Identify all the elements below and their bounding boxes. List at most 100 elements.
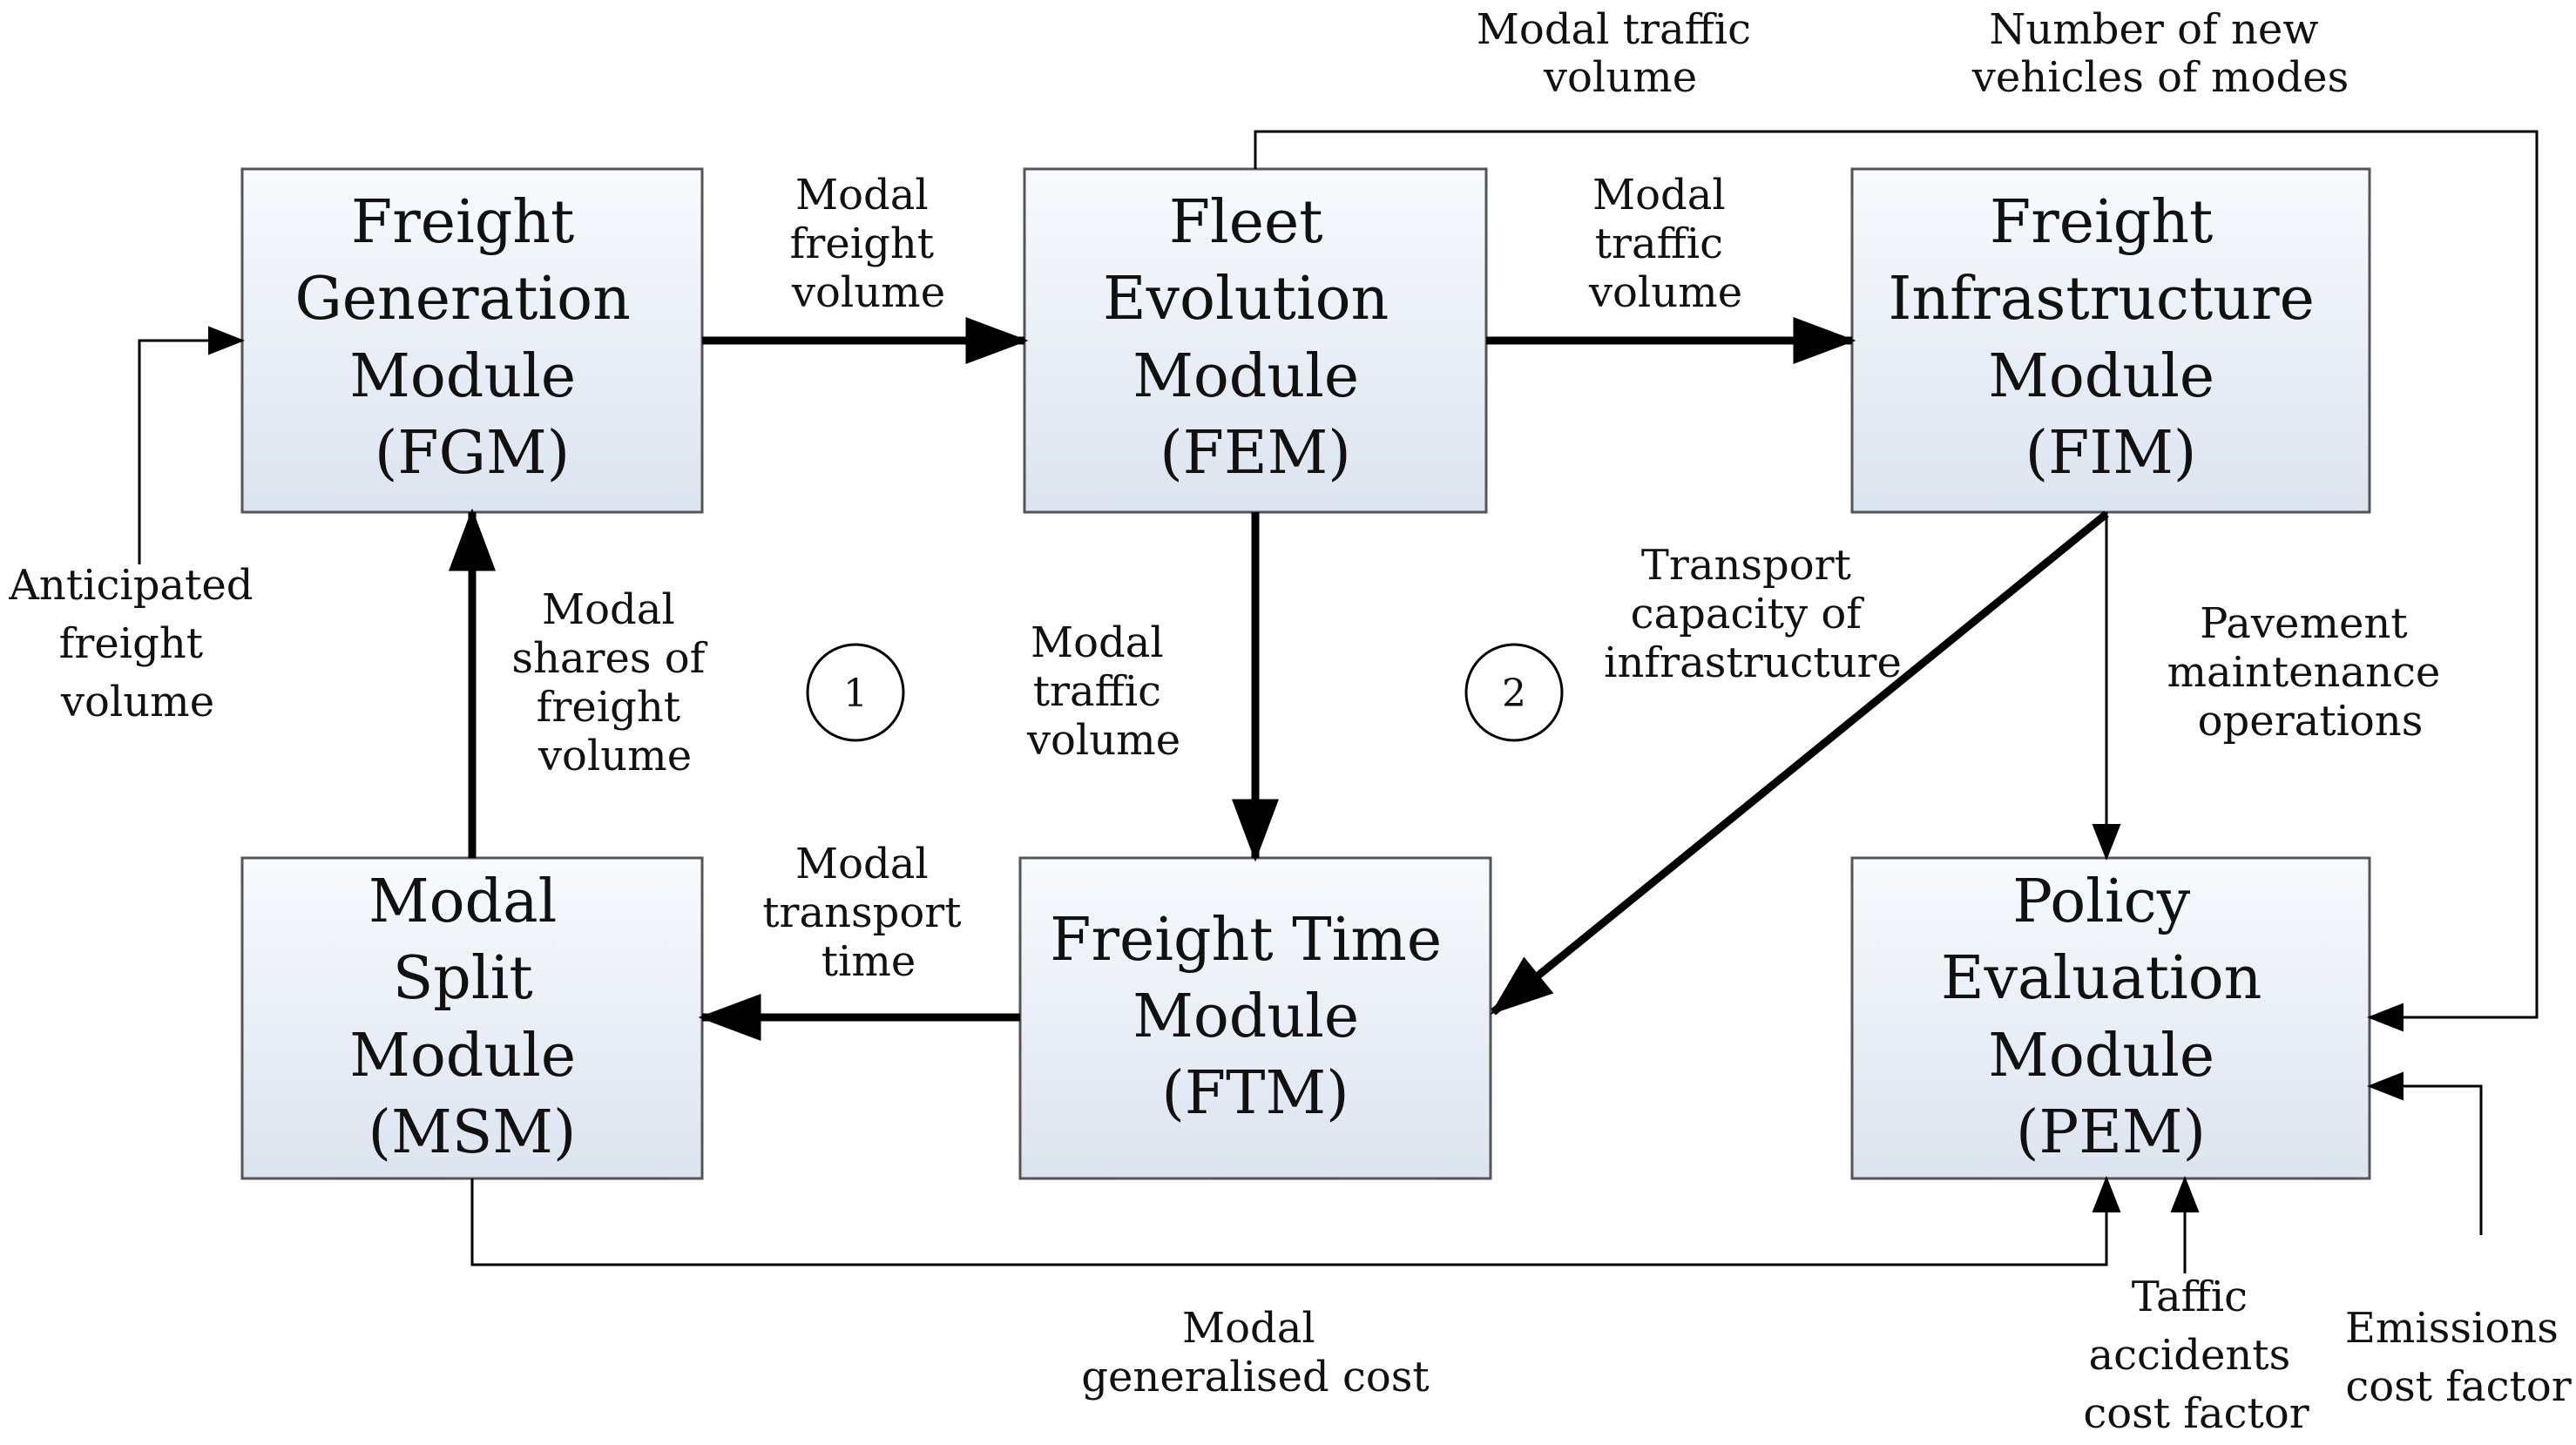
label-modal-transport-time: Modal transport time: [762, 840, 975, 986]
label-line: Number of new: [1989, 5, 2318, 54]
arrow-emissions-to-pem: [2367, 1071, 2483, 1235]
label-line: Emissions: [2345, 1304, 2559, 1353]
label-line: Anticipated: [8, 561, 253, 610]
label-modal-shares: Modal shares of freight volume: [511, 585, 718, 780]
label-generalised-cost: Modal generalised cost: [1081, 1304, 1429, 1401]
module-fem-label: Fleet Evolution Module (FEM): [1103, 188, 1408, 488]
module-fem-line: Evolution: [1103, 265, 1389, 334]
module-fim-label: Freight Infrastructure Module (FIM): [1889, 188, 2334, 488]
arrow-fim-to-ftm: [1490, 510, 2109, 1016]
module-fim-box: [1850, 167, 2371, 514]
label-line: time: [821, 937, 916, 986]
module-ftm-line: (FTM): [1161, 1059, 1349, 1128]
module-msm-label: Modal Split Module (MSM): [349, 868, 595, 1167]
module-fim: Freight Infrastructure Module (FIM): [1850, 167, 2371, 514]
label-line: volume: [538, 732, 692, 780]
label-line: volume: [1026, 716, 1180, 765]
label-line: volume: [791, 268, 945, 317]
label-anticipated-freight-volume: Anticipated freight volume: [8, 561, 266, 726]
module-msm-box: [240, 856, 704, 1180]
label-fem-ftm-traffic-volume: Modal traffic volume: [1026, 618, 1180, 765]
label-line: Modal: [1031, 618, 1164, 667]
label-fem-fim-traffic-volume: Modal traffic volume: [1588, 171, 1742, 317]
module-fem-line: Fleet: [1169, 188, 1323, 257]
module-ftm-label: Freight Time Module (FTM): [1050, 906, 1460, 1128]
label-line: Pavement: [2200, 599, 2407, 648]
label-line: generalised cost: [1081, 1353, 1429, 1401]
module-fgm: Freight Generation Module (FGM): [240, 167, 704, 514]
loop-number: 1: [843, 672, 868, 716]
label-line: freight: [790, 219, 934, 268]
module-pem-line: Policy: [2012, 868, 2191, 936]
label-modal-freight-volume: Modal freight volume: [790, 171, 948, 317]
label-line: infrastructure: [1604, 638, 1902, 687]
module-fem-line: Module: [1132, 342, 1359, 411]
module-fgm-box: [240, 167, 704, 514]
loop-marker-1: 1: [806, 643, 905, 742]
label-line: Modal: [1182, 1304, 1315, 1353]
label-line: shares of: [511, 634, 707, 683]
loop-marker-2: 2: [1464, 643, 1564, 742]
module-pem-label: Policy Evaluation Module (PEM): [1941, 868, 2281, 1167]
module-msm-line: Split: [393, 944, 533, 1013]
label-line: transport: [762, 888, 961, 937]
module-msm-line: (MSM): [368, 1098, 577, 1167]
module-ftm: Freight Time Module (FTM): [1018, 856, 1492, 1180]
module-fem-box: [1023, 167, 1488, 514]
label-line: cost factor: [2345, 1362, 2571, 1411]
label-top-modal-traffic-volume: Modal traffic volume: [1477, 5, 1764, 102]
module-pem-line: (PEM): [2016, 1098, 2206, 1167]
label-line: freight: [59, 619, 203, 668]
label-emissions-cost: Emissions cost factor: [2345, 1304, 2572, 1411]
label-line: volume: [1543, 53, 1697, 102]
module-fgm-line: (FGM): [375, 419, 570, 488]
loop-number: 2: [1502, 672, 1526, 716]
module-fgm-line: Freight: [351, 188, 574, 257]
module-ftm-line: Module: [1132, 982, 1359, 1051]
module-pem-line: Evaluation: [1941, 944, 2262, 1013]
label-pavement-maintenance: Pavement maintenance operations: [2167, 599, 2453, 746]
arrow-fem-to-pem: [1254, 130, 2539, 1032]
label-line: Modal: [1592, 171, 1726, 219]
module-fgm-line: Generation: [294, 265, 630, 334]
module-fgm-label: Freight Generation Module (FGM): [294, 188, 649, 488]
module-fim-line: (FIM): [2025, 419, 2197, 488]
label-line: operations: [2198, 697, 2424, 746]
label-line: Modal traffic: [1477, 5, 1751, 54]
label-line: freight: [537, 683, 680, 732]
arrow-msm-to-pem: [470, 1176, 2121, 1266]
module-fim-line: Freight: [1990, 188, 2213, 257]
label-line: traffic: [1595, 219, 1723, 268]
module-ftm-line: Freight Time: [1050, 906, 1442, 975]
label-new-vehicles: Number of new vehicles of modes: [1971, 5, 2349, 102]
module-msm: Modal Split Module (MSM): [240, 856, 704, 1180]
label-traffic-accidents-cost: Taffic accidents cost factor: [2083, 1273, 2309, 1438]
module-pem-box: [1850, 856, 2371, 1180]
label-line: Modal: [795, 840, 929, 888]
label-line: Transport: [1641, 541, 1851, 590]
label-line: Taffic: [2132, 1273, 2248, 1321]
label-line: Modal: [542, 585, 675, 634]
module-fgm-line: Module: [349, 342, 576, 411]
label-transport-capacity: Transport capacity of infrastructure: [1604, 541, 1902, 687]
label-line: accidents: [2089, 1331, 2291, 1380]
module-ftm-box: [1018, 856, 1492, 1180]
module-fim-line: Infrastructure: [1889, 265, 2315, 334]
label-line: capacity of: [1631, 590, 1865, 638]
module-msm-line: Module: [349, 1022, 576, 1091]
module-fim-line: Module: [1988, 342, 2214, 411]
label-line: Modal: [795, 171, 929, 219]
module-msm-line: Modal: [368, 868, 557, 936]
label-line: volume: [60, 678, 214, 726]
module-fem: Fleet Evolution Module (FEM): [1023, 167, 1488, 514]
label-line: volume: [1588, 268, 1742, 317]
module-pem-line: Module: [1988, 1022, 2214, 1091]
arrow-anticipated-to-fgm: [138, 326, 245, 564]
module-pem: Policy Evaluation Module (PEM): [1850, 856, 2371, 1180]
module-fem-line: (FEM): [1160, 419, 1351, 488]
label-line: traffic: [1033, 667, 1161, 716]
label-line: cost factor: [2083, 1389, 2309, 1438]
label-line: vehicles of modes: [1971, 53, 2349, 102]
label-line: maintenance: [2167, 648, 2440, 697]
